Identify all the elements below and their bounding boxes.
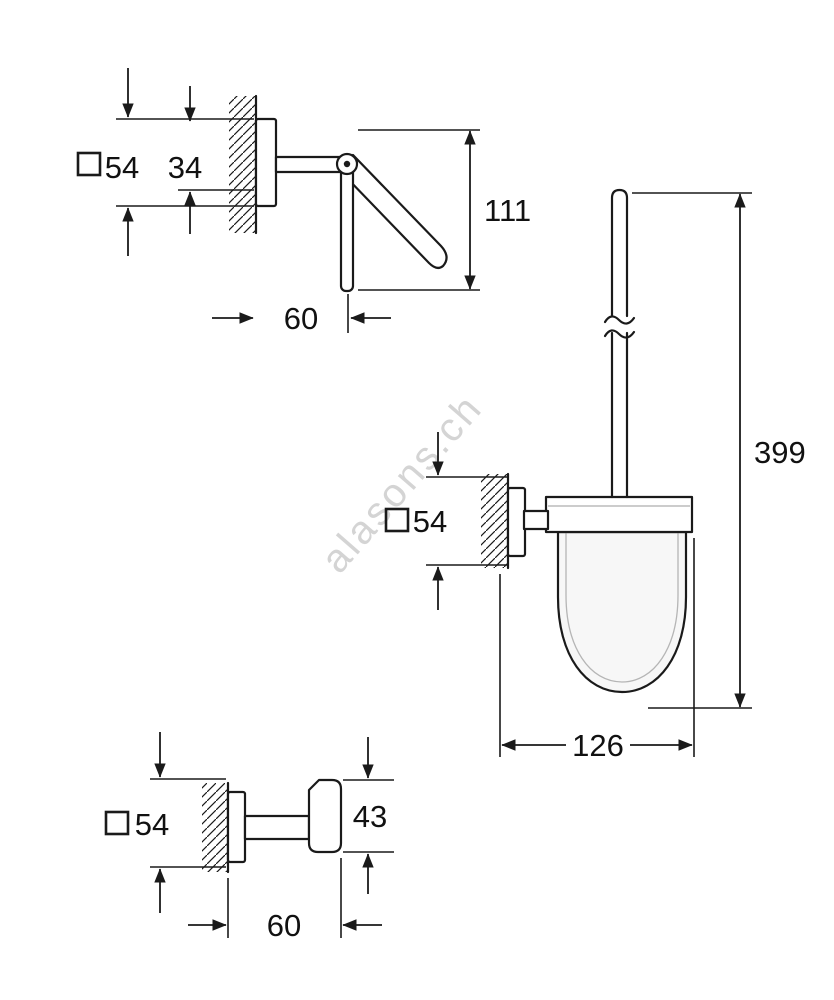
- brush-holder-dimensions: 54 399 126: [384, 192, 806, 763]
- wall-hatching: [229, 96, 256, 233]
- glass-inner-contour: [565, 532, 679, 683]
- dim-label-offset: 34: [168, 150, 202, 185]
- wall-hatching: [481, 474, 508, 568]
- hook-arm: [243, 814, 311, 841]
- roll-bar: [339, 162, 355, 293]
- brush-holder-drawing: 54 399 126: [384, 188, 806, 763]
- holder-arm: [522, 509, 550, 531]
- brush-handle-upper: [610, 188, 629, 318]
- dim-label-square: 54: [413, 504, 447, 539]
- hook-dimensions: 54 43 60: [104, 732, 394, 943]
- dim-label-depth: 60: [284, 301, 318, 336]
- dim-label-height: 399: [754, 435, 806, 470]
- dim-label-depth: 60: [267, 908, 301, 943]
- square-symbol-icon: [384, 507, 410, 533]
- mounting-plate: [506, 486, 527, 558]
- dim-label-square: 54: [105, 150, 139, 185]
- dim-label-head: 43: [353, 799, 387, 834]
- wall-hatching: [202, 783, 228, 872]
- hook-drawing: 54 43 60: [104, 732, 394, 943]
- mounting-plate: [254, 117, 278, 208]
- hook-head: [307, 778, 343, 854]
- break-line-lower: [603, 329, 636, 339]
- holder-arm: [274, 155, 342, 174]
- square-symbol-icon: [76, 151, 102, 177]
- paper-holder-dimensions: 54 34 111 60: [76, 68, 531, 336]
- break-line-upper: [603, 315, 636, 325]
- paper-holder-drawing: 54 34 111 60: [76, 68, 531, 336]
- watermark: alasons.ch: [313, 386, 491, 582]
- pivot-dot: [343, 160, 351, 168]
- dim-label-square: 54: [135, 807, 169, 842]
- cover-flap: [343, 153, 448, 270]
- holder-rim: [544, 495, 694, 534]
- glass-bowl: [556, 530, 688, 694]
- dim-label-height: 111: [484, 193, 531, 228]
- square-symbol-icon: [104, 810, 130, 836]
- mounting-plate: [226, 790, 247, 864]
- dim-label-width: 126: [572, 728, 624, 763]
